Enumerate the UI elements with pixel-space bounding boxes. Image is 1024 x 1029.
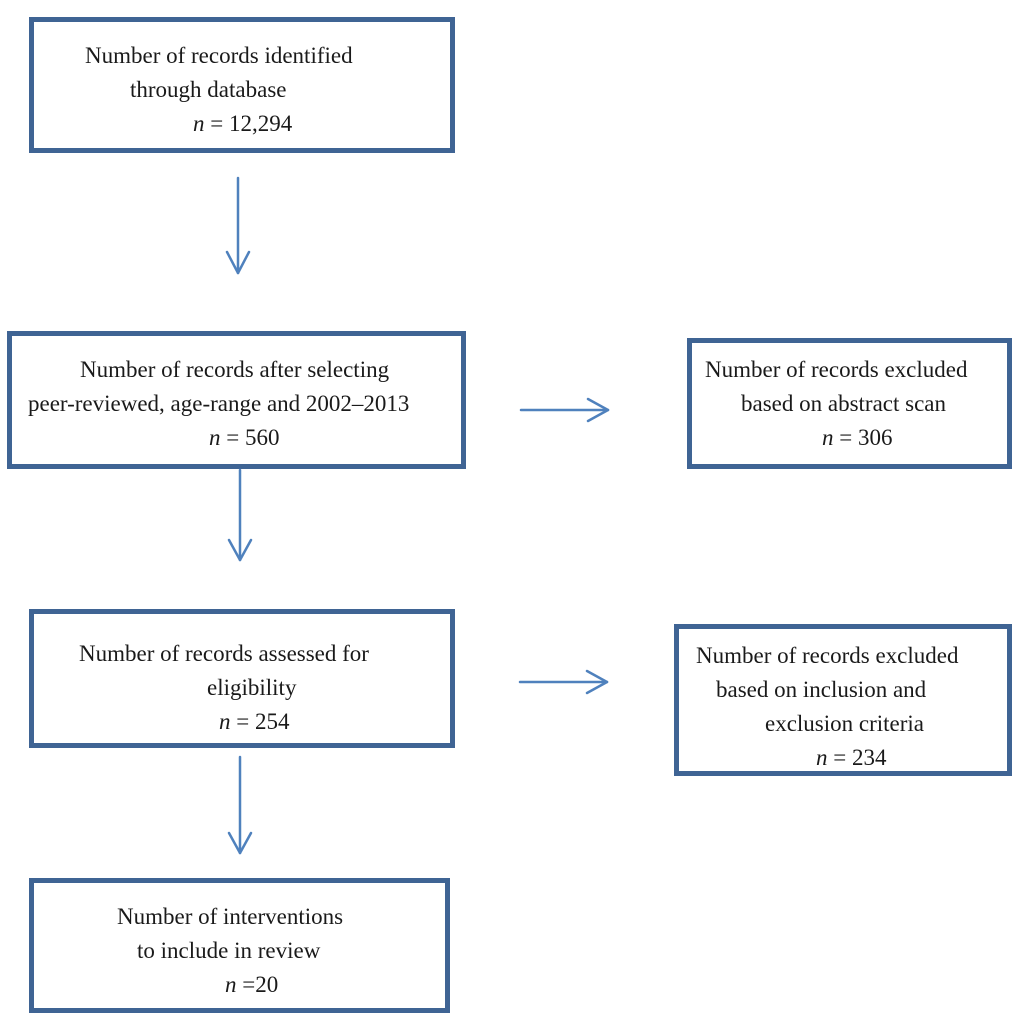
included-count-value: =20 bbox=[236, 972, 279, 997]
excluded-criteria-count: n = 234 bbox=[816, 741, 886, 775]
n-symbol: n bbox=[822, 425, 834, 450]
included-count: n =20 bbox=[225, 968, 278, 1002]
identified-count: n = 12,294 bbox=[193, 107, 292, 141]
selected-count: n = 560 bbox=[209, 421, 279, 455]
selected-count-value: = 560 bbox=[220, 425, 280, 450]
identified-line-1: Number of records identified bbox=[85, 43, 353, 68]
selected-line-1: Number of records after selecting bbox=[80, 357, 390, 382]
arrow-identified-to-selected bbox=[225, 176, 251, 275]
box-records-assessed: Number of records assessed for eligibili… bbox=[29, 609, 455, 748]
excluded-abstract-count: n = 306 bbox=[822, 421, 892, 455]
excluded-criteria-line-3: exclusion criteria bbox=[765, 711, 925, 736]
arrow-assessed-to-excluded-criteria bbox=[518, 669, 609, 695]
excluded-abstract-count-value: = 306 bbox=[833, 425, 893, 450]
n-symbol: n bbox=[225, 972, 237, 997]
identified-count-value: = 12,294 bbox=[204, 111, 293, 136]
arrow-selected-to-assessed bbox=[227, 468, 253, 562]
assessed-count-value: = 254 bbox=[230, 709, 290, 734]
arrow-assessed-to-included bbox=[227, 755, 253, 855]
n-symbol: n bbox=[219, 709, 231, 734]
included-line-1: Number of interventions bbox=[117, 904, 344, 929]
assessed-line-1: Number of records assessed for bbox=[79, 641, 369, 666]
assessed-count: n = 254 bbox=[219, 705, 289, 739]
n-symbol: n bbox=[193, 111, 205, 136]
identified-line-2: through database bbox=[130, 77, 287, 102]
arrow-selected-to-excluded-abstract bbox=[519, 397, 610, 423]
selected-line-2: peer-reviewed, age-range and 2002–2013 bbox=[28, 391, 410, 416]
excluded-criteria-count-value: = 234 bbox=[827, 745, 887, 770]
included-line-2: to include in review bbox=[137, 938, 321, 963]
excluded-criteria-line-2: based on inclusion and bbox=[716, 677, 927, 702]
n-symbol: n bbox=[816, 745, 828, 770]
box-records-identified: Number of records identified through dat… bbox=[29, 17, 455, 153]
excluded-abstract-line-2: based on abstract scan bbox=[741, 391, 947, 416]
box-excluded-abstract: Number of records excluded based on abst… bbox=[687, 338, 1012, 469]
n-symbol: n bbox=[209, 425, 221, 450]
box-records-selected: Number of records after selecting peer-r… bbox=[7, 331, 466, 469]
excluded-abstract-line-1: Number of records excluded bbox=[705, 357, 968, 382]
box-excluded-criteria: Number of records excluded based on incl… bbox=[674, 624, 1012, 776]
excluded-criteria-line-1: Number of records excluded bbox=[696, 643, 959, 668]
box-interventions-included: Number of interventions to include in re… bbox=[29, 878, 450, 1013]
assessed-line-2: eligibility bbox=[207, 675, 297, 700]
